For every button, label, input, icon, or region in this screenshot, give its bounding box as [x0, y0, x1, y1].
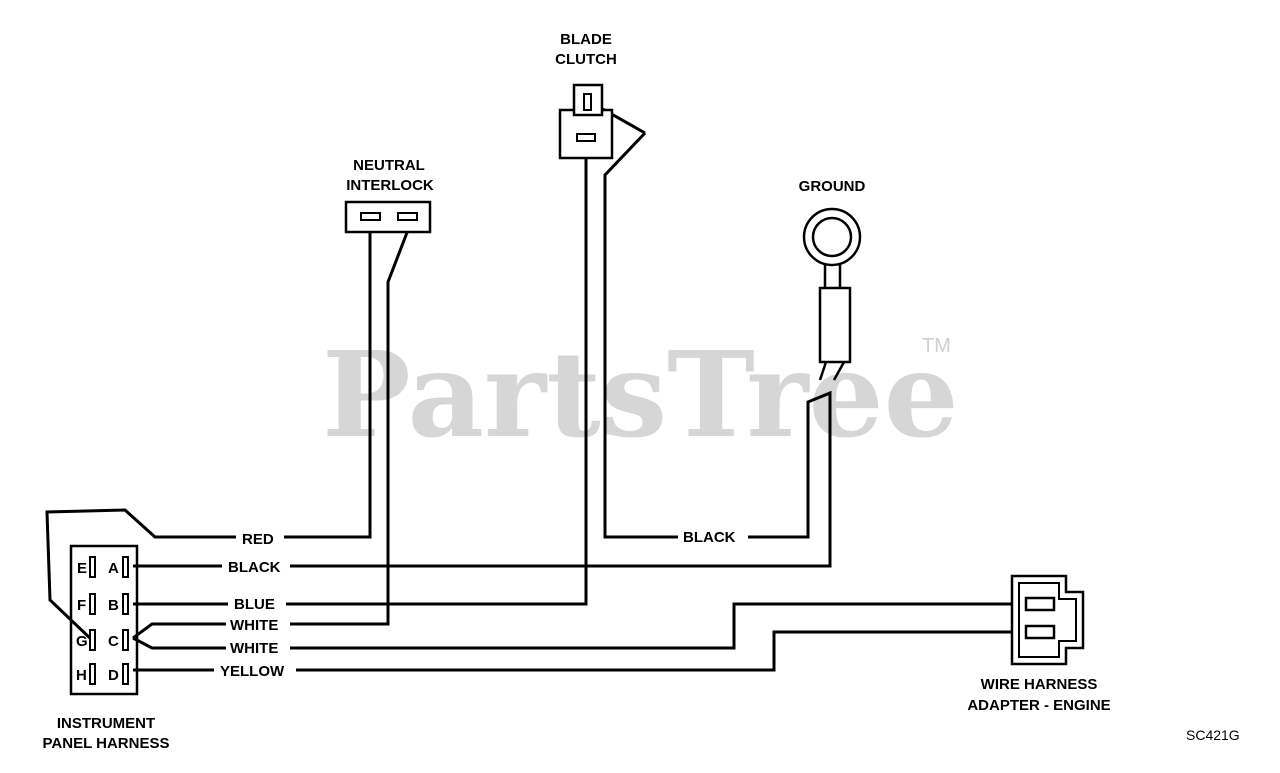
- pin-label-a: A: [108, 560, 119, 577]
- pin-label-c: C: [108, 633, 119, 650]
- wire-label-black-ground: BLACK: [228, 559, 281, 576]
- wire-label-yellow: YELLOW: [220, 663, 285, 680]
- ground-terminal: [802, 207, 862, 381]
- engine-adapter-label-2: ADAPTER - ENGINE: [967, 697, 1110, 714]
- wire-white-1: [132, 229, 410, 640]
- wire-label-white-1: WHITE: [230, 617, 278, 634]
- wire-black-ground: [133, 131, 832, 568]
- blade-clutch-connector: [558, 83, 614, 160]
- pin-label-f: F: [77, 597, 86, 614]
- engine-adapter-connector: [1010, 574, 1085, 666]
- wire-label-white-2: WHITE: [230, 640, 278, 657]
- blade-clutch-label-2: CLUTCH: [555, 51, 617, 68]
- pin-label-d: D: [108, 667, 119, 684]
- pin-label-b: B: [108, 597, 119, 614]
- wire-white-2: [132, 602, 1028, 650]
- pin-label-e: E: [77, 560, 87, 577]
- figure-code: SC421G: [1186, 727, 1240, 743]
- instrument-panel-label-2: PANEL HARNESS: [43, 735, 170, 752]
- wire-yellow: [133, 630, 1028, 672]
- neutral-interlock-connector: [344, 200, 432, 234]
- wire-label-red: RED: [242, 531, 274, 548]
- pin-label-h: H: [76, 667, 87, 684]
- ground-label: GROUND: [799, 178, 866, 195]
- pin-label-g: G: [76, 633, 88, 650]
- wire-label-black-clutch: BLACK: [683, 529, 736, 546]
- engine-adapter-label-1: WIRE HARNESS: [981, 676, 1098, 693]
- instrument-panel-connector: [69, 544, 139, 696]
- instrument-panel-label-1: INSTRUMENT: [57, 715, 155, 732]
- wire-label-blue: BLUE: [234, 596, 275, 613]
- watermark-text: PartsTree: [322, 325, 959, 464]
- blade-clutch-label-1: BLADE: [560, 31, 612, 48]
- neutral-interlock-label-2: INTERLOCK: [346, 177, 434, 194]
- neutral-interlock-label-1: NEUTRAL: [353, 157, 425, 174]
- watermark-trademark: TM: [922, 335, 951, 357]
- wire-red: [45, 230, 372, 642]
